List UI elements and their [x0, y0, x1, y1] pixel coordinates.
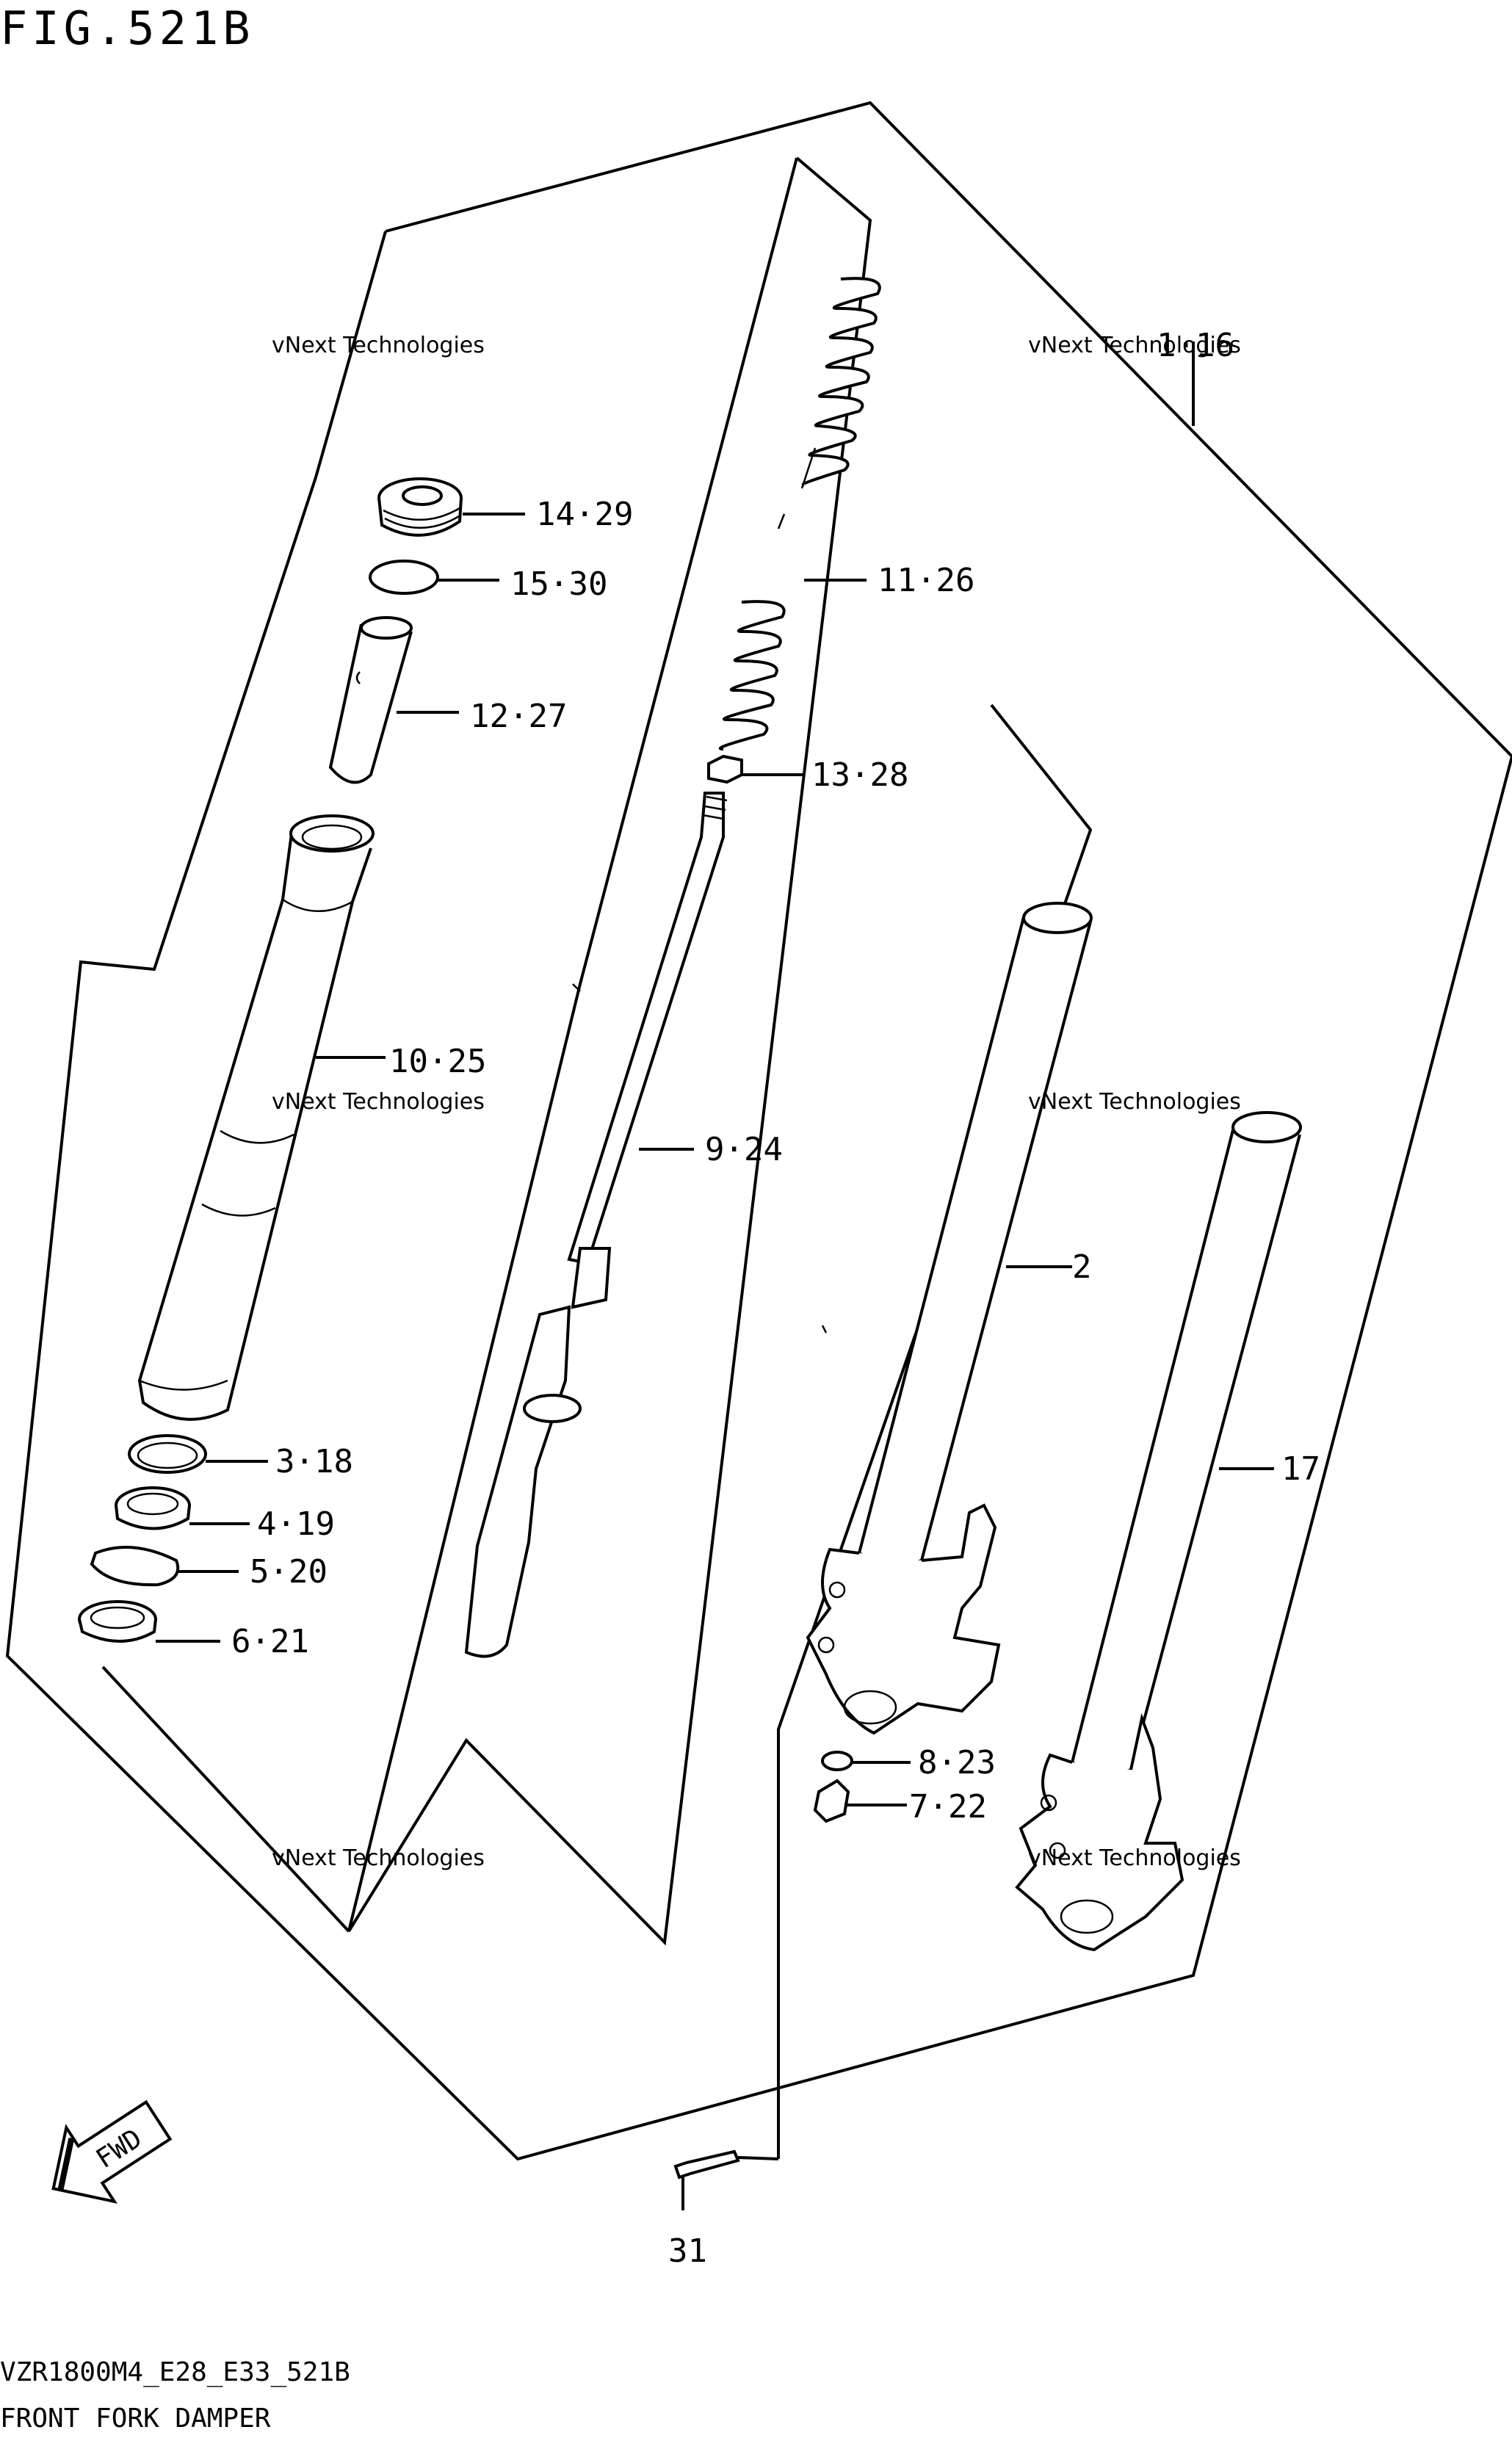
part-9-damper-rod	[464, 792, 728, 1658]
part-31-bolt	[673, 2149, 740, 2180]
part-6-oil-seal	[78, 1600, 157, 1643]
callout-8: 8·23	[918, 1744, 996, 1782]
part-2-outer-tube	[806, 902, 1093, 1735]
callout-labels: 1·16 14·29 15·30 12·27 11·26 13·28 10·25…	[231, 327, 1320, 2270]
spring-break-upper	[800, 447, 817, 489]
part-5-stopper-ring	[90, 1546, 180, 1587]
watermark-5: vNext Technologies	[272, 1845, 485, 1871]
callout-13: 13·28	[811, 756, 908, 794]
forward-arrow-icon: FWD	[51, 2099, 173, 2204]
callout-3: 3·18	[275, 1443, 353, 1480]
watermark-6: vNext Technologies	[1028, 1845, 1241, 1871]
assembly-boundary-left	[101, 1665, 350, 1933]
assembly-boundary-outer	[5, 101, 1512, 2161]
watermark-company-2: vNext Technologies	[1028, 333, 1241, 358]
part-14-cap-bolt	[377, 477, 463, 537]
model-code: VZR1800M4_E28_E33_521B	[0, 2357, 350, 2387]
watermark-company-6: vNext Technologies	[1028, 1845, 1241, 1871]
callout-14: 14·29	[536, 496, 633, 533]
callout-17: 17	[1281, 1450, 1320, 1488]
part-17-outer-tube	[1015, 1111, 1302, 1952]
part-15-o-ring	[369, 560, 439, 595]
part-13-nut	[707, 754, 743, 784]
part-10-inner-tube	[137, 814, 375, 1421]
callout-7: 7·22	[909, 1788, 987, 1826]
part-8-gasket	[821, 1751, 853, 1771]
part-4-seal-spacer	[115, 1486, 191, 1530]
callout-15: 15·30	[510, 565, 607, 603]
part-7-bolt	[813, 1779, 850, 1823]
callout-leader-31-a	[737, 2156, 779, 2160]
callout-2: 2	[1072, 1248, 1092, 1286]
callout-11: 11·26	[878, 562, 974, 599]
break-mark-b	[821, 1325, 828, 1334]
watermark-2: vNext Technologies	[1028, 333, 1241, 358]
spring-break-lower	[777, 513, 786, 529]
watermark-company-3: vNext Technologies	[272, 1089, 485, 1115]
watermark-1: vNext Technologies	[272, 333, 485, 358]
callout-10: 10·25	[389, 1043, 486, 1080]
callout-12: 12·27	[470, 698, 567, 735]
callout-31: 31	[668, 2232, 707, 2270]
figure-title: FIG.521B	[0, 1, 255, 55]
watermark-company-4: vNext Technologies	[1028, 1089, 1241, 1115]
break-mark-a	[572, 983, 581, 992]
part-11-spring-lower	[718, 600, 786, 750]
callout-6: 6·21	[231, 1623, 309, 1660]
part-3-bushing	[128, 1434, 207, 1474]
watermark-company-5: vNext Technologies	[272, 1845, 485, 1871]
callout-9: 9·24	[705, 1131, 783, 1168]
watermark-3: vNext Technologies	[272, 1089, 485, 1115]
callout-1: 1·16	[1157, 327, 1234, 364]
watermark-4: vNext Technologies	[1028, 1089, 1241, 1115]
assembly-boundary-middle	[347, 156, 872, 1946]
part-12-spacer	[328, 616, 413, 784]
callout-4: 4·19	[257, 1505, 335, 1543]
callout-5: 5·20	[250, 1553, 328, 1591]
watermark-company-1: vNext Technologies	[272, 333, 485, 358]
figure-caption: FRONT FORK DAMPER	[0, 2403, 271, 2434]
